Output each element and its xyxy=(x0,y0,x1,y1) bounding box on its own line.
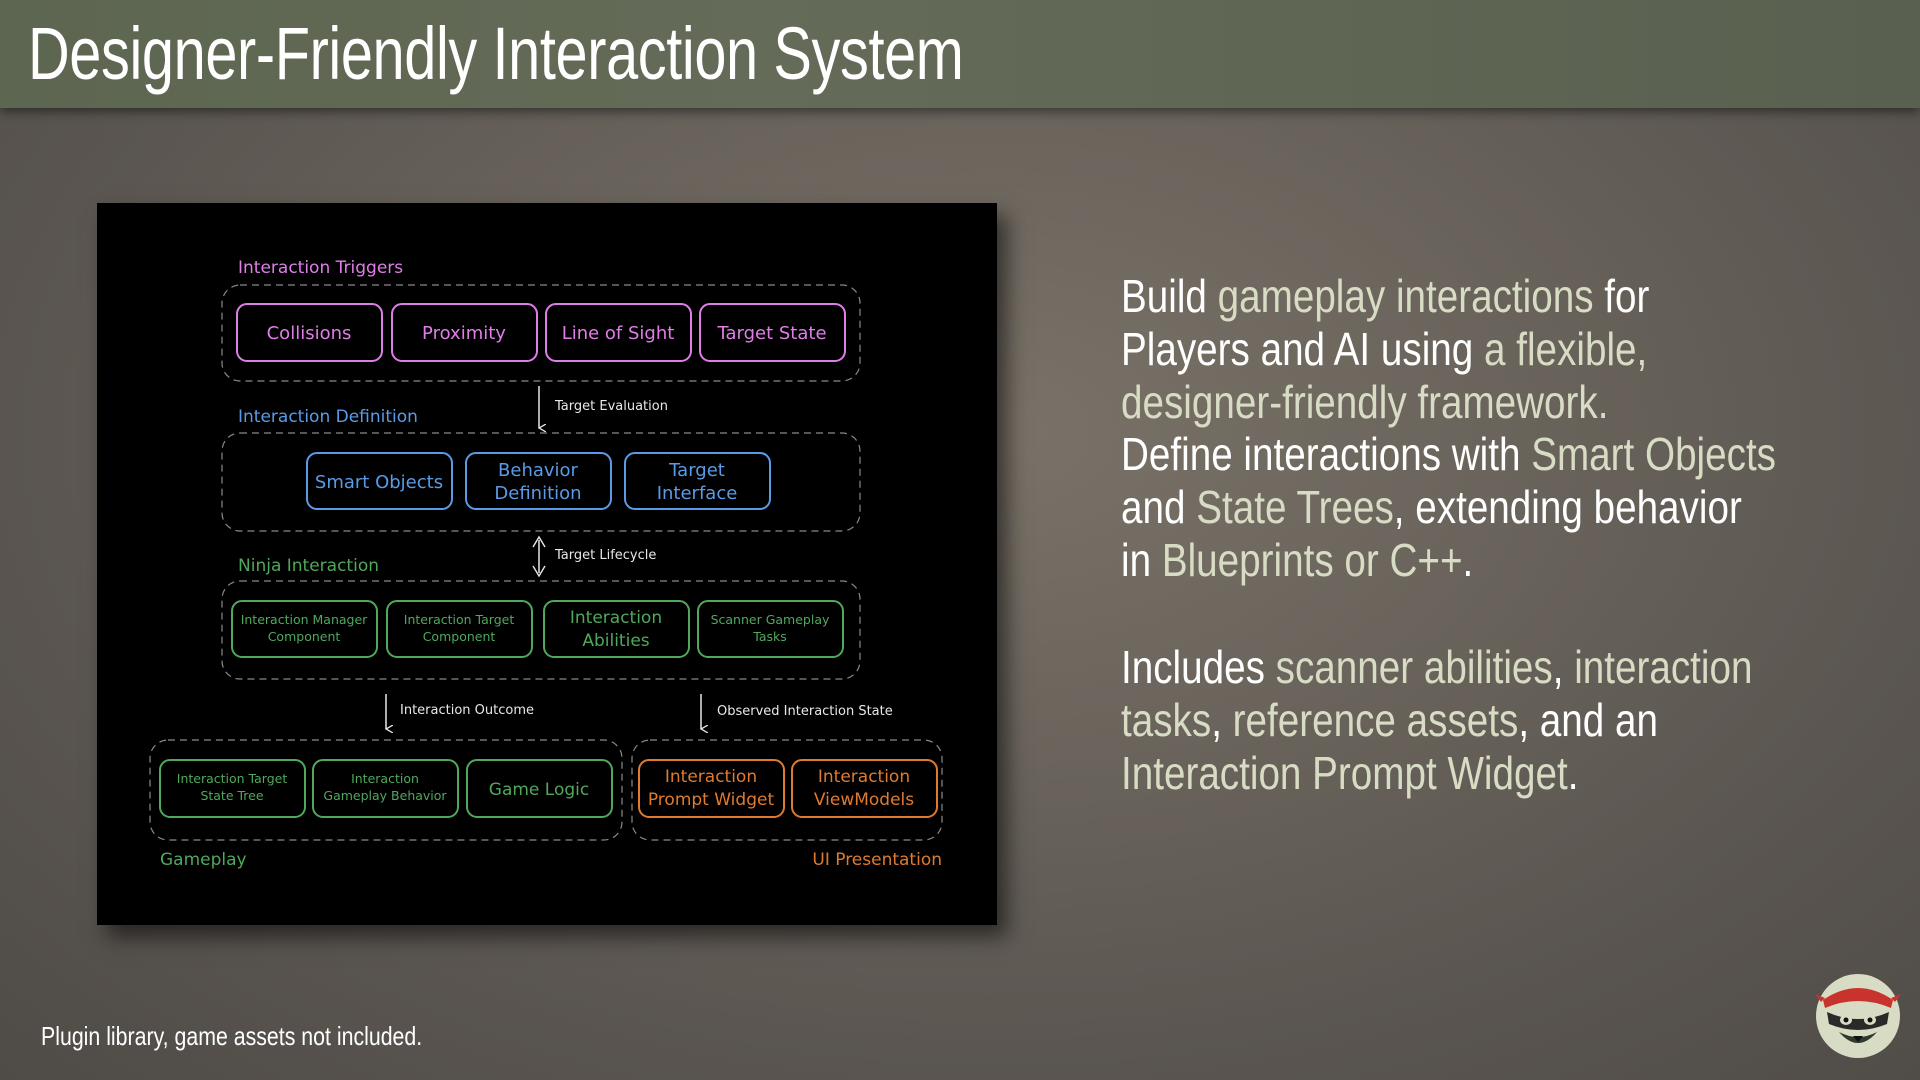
highlight-text: Blueprints or C++ xyxy=(1161,534,1463,586)
svg-text:Interaction Manager: Interaction Manager xyxy=(241,612,368,627)
svg-text:Interaction: Interaction xyxy=(818,767,910,787)
ninja-node-scanner-gameplay-tasks: Scanner Gameplay Tasks xyxy=(697,600,844,658)
highlight-text: Smart Objects xyxy=(1531,428,1777,480)
ui-node-interaction-viewmodels: Interaction ViewModels xyxy=(791,759,938,818)
ninja-group xyxy=(221,580,861,680)
svg-text:Component: Component xyxy=(268,629,341,644)
svg-text:Interaction: Interaction xyxy=(570,608,662,628)
highlight-text: interaction tasks xyxy=(1121,641,1753,746)
svg-text:Interaction: Interaction xyxy=(665,767,757,787)
title-bar: Designer-Friendly Interaction System xyxy=(0,0,1920,108)
definition-node-behavior-definition: Behavior Definition xyxy=(465,452,612,510)
triggers-label: Interaction Triggers xyxy=(238,258,403,278)
ninja-node-interaction-manager-component: Interaction Manager Component xyxy=(231,600,378,658)
gameplay-node-interaction-gameplay-behavior: Interaction Gameplay Behavior xyxy=(312,759,459,818)
svg-text:Proximity: Proximity xyxy=(422,323,506,344)
highlight-text: scanner abilities xyxy=(1275,641,1553,693)
definition-node-target-interface: Target Interface xyxy=(624,452,771,510)
raccoon-ninja-logo-icon xyxy=(1815,974,1901,1058)
trigger-node-target-state: Target State xyxy=(699,303,846,362)
ui-presentation-label: UI Presentation xyxy=(812,850,942,870)
ninja-label: Ninja Interaction xyxy=(238,556,379,576)
body-text: . xyxy=(1462,534,1474,586)
body-text: , extending behavior in xyxy=(1121,481,1742,586)
svg-text:Target State: Target State xyxy=(716,323,826,344)
svg-text:ViewModels: ViewModels xyxy=(814,790,914,810)
body-text: Build xyxy=(1121,270,1218,322)
body-text: , xyxy=(1211,694,1233,746)
arrow-target-lifecycle-label: Target Lifecycle xyxy=(554,548,656,563)
body-text: . xyxy=(1567,747,1579,799)
highlight-text: gameplay interactions xyxy=(1217,270,1594,322)
svg-text:Interface: Interface xyxy=(657,483,738,504)
footnote: Plugin library, game assets not included… xyxy=(41,1021,423,1051)
trigger-node-line-of-sight: Line of Sight xyxy=(545,303,692,362)
ninja-node-interaction-target-component: Interaction Target Component xyxy=(386,600,533,658)
ui-node-interaction-prompt-widget: Interaction Prompt Widget xyxy=(638,759,785,818)
svg-text:Abilities: Abilities xyxy=(582,631,649,651)
body-text: Includes xyxy=(1121,641,1276,693)
highlight-text: State Trees xyxy=(1196,481,1394,533)
definition-node-smart-objects: Smart Objects xyxy=(306,452,453,510)
body-text: Define interactions with xyxy=(1121,428,1532,480)
gameplay-group xyxy=(149,739,623,841)
svg-text:Interaction: Interaction xyxy=(351,771,419,786)
description-paragraph-1: Build gameplay interactions for Players … xyxy=(1121,270,1776,429)
trigger-node-collisions: Collisions xyxy=(236,303,383,362)
highlight-text: a flexible, designer-friendly framework. xyxy=(1121,323,1648,428)
svg-text:Definition: Definition xyxy=(494,483,581,504)
diagram-canvas: Interaction Triggers Collisions Proximit… xyxy=(149,258,943,870)
body-text: for Players and AI using xyxy=(1121,270,1650,375)
page-title: Designer-Friendly Interaction System xyxy=(28,12,964,95)
highlight-text: Interaction Prompt Widget xyxy=(1121,747,1568,799)
gameplay-node-game-logic: Game Logic xyxy=(466,759,613,818)
definition-group xyxy=(221,432,861,532)
architecture-diagram: Interaction Triggers Collisions Proximit… xyxy=(97,203,997,925)
arrow-observed-interaction-state-label: Observed Interaction State xyxy=(717,704,893,719)
gameplay-label: Gameplay xyxy=(160,850,247,870)
highlight-text: reference assets xyxy=(1232,694,1519,746)
svg-text:Scanner Gameplay: Scanner Gameplay xyxy=(711,612,830,627)
svg-text:Behavior: Behavior xyxy=(498,460,579,481)
trigger-node-proximity: Proximity xyxy=(391,303,538,362)
arrow-target-lifecycle-up-head xyxy=(532,535,546,548)
arrow-target-evaluation-label: Target Evaluation xyxy=(554,399,668,414)
arrow-interaction-outcome-label: Interaction Outcome xyxy=(400,703,534,718)
body-text: , and an xyxy=(1518,694,1658,746)
svg-text:Interaction Target: Interaction Target xyxy=(404,612,515,627)
svg-text:Game Logic: Game Logic xyxy=(489,780,589,800)
gameplay-node-interaction-target-state-tree: Interaction Target State Tree xyxy=(159,759,306,818)
svg-text:Collisions: Collisions xyxy=(267,323,352,344)
svg-text:State Tree: State Tree xyxy=(200,788,263,803)
ui-presentation-group xyxy=(631,739,943,841)
svg-text:Prompt Widget: Prompt Widget xyxy=(648,790,775,810)
svg-text:Component: Component xyxy=(423,629,496,644)
svg-text:Gameplay Behavior: Gameplay Behavior xyxy=(323,788,447,803)
description-paragraph-3: Includes scanner abilities, interaction … xyxy=(1121,641,1776,800)
svg-text:Line of Sight: Line of Sight xyxy=(562,323,675,344)
svg-text:Target: Target xyxy=(668,460,725,481)
arrow-target-lifecycle-down-head xyxy=(532,565,546,578)
svg-text:Tasks: Tasks xyxy=(752,629,787,644)
triggers-group xyxy=(221,284,861,382)
description-paragraph-2: Define interactions with Smart Objects a… xyxy=(1121,428,1776,587)
svg-text:Interaction Target: Interaction Target xyxy=(177,771,288,786)
ninja-node-interaction-abilities: Interaction Abilities xyxy=(543,600,690,658)
svg-text:Smart Objects: Smart Objects xyxy=(315,472,443,493)
body-text: and xyxy=(1121,481,1197,533)
body-text: , xyxy=(1552,641,1575,693)
definition-label: Interaction Definition xyxy=(238,407,418,427)
